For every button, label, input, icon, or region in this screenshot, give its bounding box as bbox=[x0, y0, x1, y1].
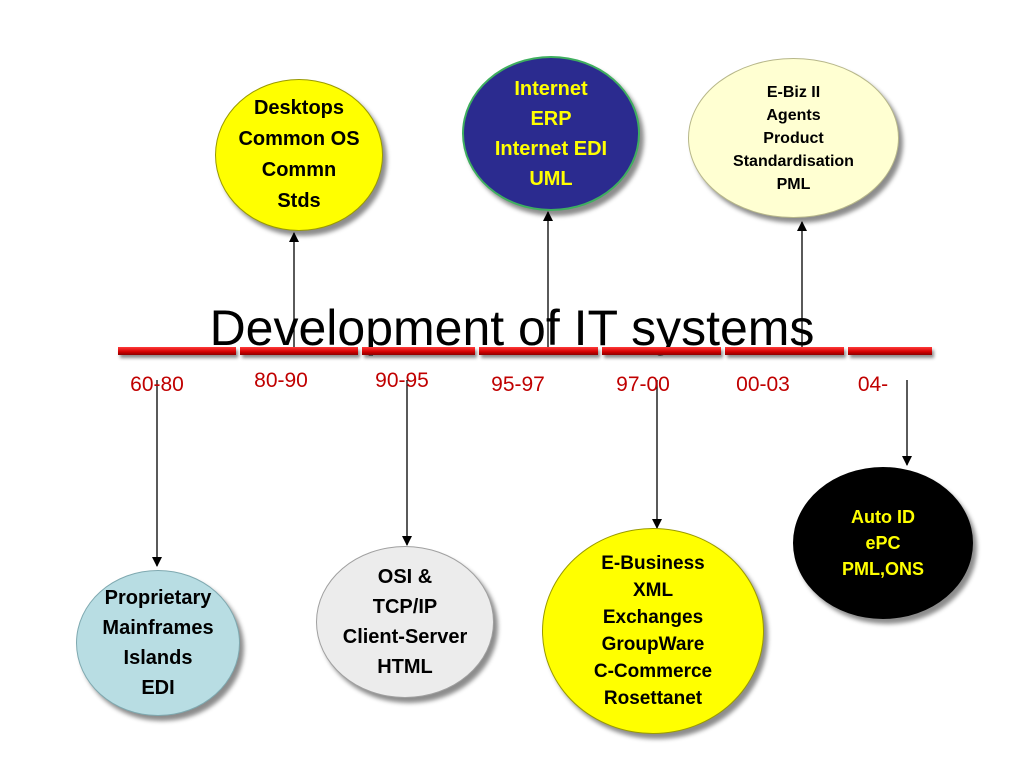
timeline-segment bbox=[848, 347, 932, 355]
timeline-segment bbox=[118, 347, 236, 355]
bubble-line: Islands bbox=[123, 647, 193, 669]
bubble-line: C-Commerce bbox=[593, 661, 713, 682]
timeline-segment bbox=[362, 347, 475, 355]
bubble-line: PML,ONS bbox=[841, 559, 924, 579]
bubble-60-80: Proprietary Mainframes Islands EDI bbox=[76, 570, 240, 716]
bubble-line: ePC bbox=[865, 533, 901, 553]
bubble-line: Internet bbox=[514, 77, 588, 100]
bubble-line: Desktops bbox=[253, 97, 345, 119]
period-label-97-00: 97-00 bbox=[616, 373, 670, 396]
period-label-95-97: 95-97 bbox=[491, 373, 545, 396]
bubble-95-97: Internet ERP Internet EDI UML bbox=[462, 56, 640, 211]
bubble-line: EDI bbox=[141, 677, 175, 699]
period-label-90-95: 90-95 bbox=[375, 369, 429, 392]
bubble-line: UML bbox=[529, 167, 573, 190]
bubble-line: Client-Server bbox=[342, 626, 468, 648]
timeline-segment bbox=[725, 347, 844, 355]
bubble-line: Rosettanet bbox=[603, 688, 703, 709]
bubble-line: E-Biz II bbox=[766, 83, 821, 101]
bubble-line: ERP bbox=[530, 107, 572, 130]
bubble-line: GroupWare bbox=[601, 634, 705, 655]
bubble-line: Common OS bbox=[238, 128, 360, 150]
bubble-line: Stds bbox=[277, 190, 321, 212]
bubble-line: Mainframes bbox=[102, 617, 214, 639]
bubble-80-90: Desktops Common OS Commn Stds bbox=[215, 79, 383, 231]
timeline-segment bbox=[602, 347, 721, 355]
bubble-line: Product bbox=[763, 129, 824, 147]
bubble-line: TCP/IP bbox=[372, 596, 438, 618]
period-label-60-80: 60-80 bbox=[130, 373, 184, 396]
period-label-80-90: 80-90 bbox=[254, 369, 308, 392]
bubble-04: Auto ID ePC PML,ONS bbox=[793, 467, 973, 619]
bubble-line: Commn bbox=[261, 159, 337, 181]
bubble-line: Exchanges bbox=[602, 607, 704, 628]
bubble-line: E-Business bbox=[601, 553, 705, 574]
bubble-line: PML bbox=[776, 175, 811, 193]
bubble-line: Standardisation bbox=[733, 152, 854, 170]
period-label-00-03: 00-03 bbox=[736, 373, 790, 396]
period-label-04: 04- bbox=[857, 373, 889, 396]
page-title: Development of IT systems bbox=[209, 300, 815, 356]
timeline-segment bbox=[479, 347, 598, 355]
bubble-line: XML bbox=[632, 580, 674, 601]
bubble-line: Agents bbox=[766, 106, 821, 124]
bubble-line: Auto ID bbox=[851, 507, 915, 527]
bubble-90-95: OSI & TCP/IP Client-Server HTML bbox=[316, 546, 494, 698]
bubble-97-00: E-Business XML Exchanges GroupWare C-Com… bbox=[542, 528, 764, 734]
timeline-segment bbox=[240, 347, 358, 355]
bubble-line: OSI & bbox=[377, 566, 433, 588]
bubble-line: HTML bbox=[377, 656, 433, 678]
bubble-line: Proprietary bbox=[104, 587, 212, 609]
bubble-line: Internet EDI bbox=[494, 137, 608, 160]
bubble-00-03: E-Biz II Agents Product Standardisation … bbox=[688, 58, 899, 218]
